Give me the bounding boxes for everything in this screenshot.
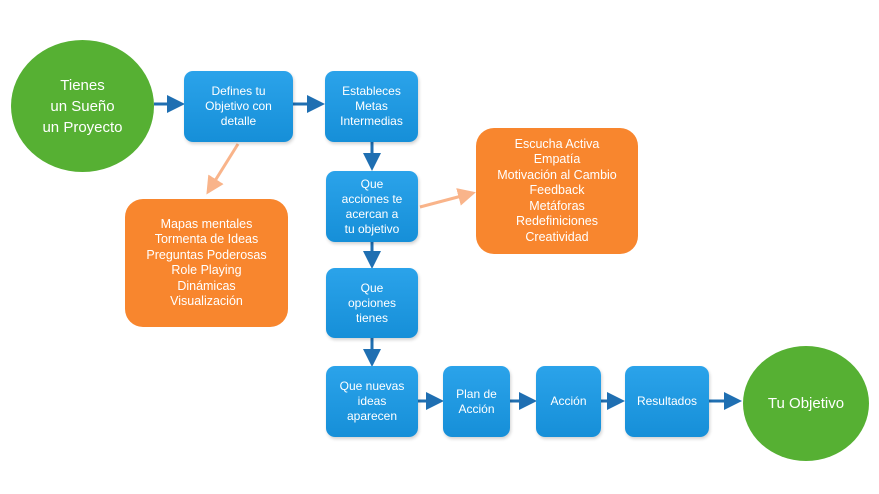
plan-box: Plan de Acción [443, 366, 510, 437]
tools-right-item: Redefiniciones [516, 214, 598, 229]
tools-left-item: Visualización [170, 294, 243, 308]
tools-right-item: Feedback [529, 183, 585, 198]
results-box: Resultados [625, 366, 709, 437]
tools-left-item: Dinámicas [177, 278, 236, 293]
options-label: Que opciones tienes [347, 280, 397, 325]
actions-label: Que acciones te acercan a tu objetivo [341, 176, 403, 236]
options-box: Que opciones tienes [326, 268, 418, 338]
actions-box: Que acciones te acercan a tu objetivo [326, 171, 418, 242]
tools-left-item: Preguntas Poderosas [146, 247, 267, 262]
set-goals-box: Estableces Metas Intermedias [325, 71, 418, 142]
action-label: Acción [550, 394, 587, 408]
end-circle: Tu Objetivo [743, 346, 869, 461]
new-ideas-label: Que nuevas ideas aparecen [339, 379, 405, 423]
action-box: Acción [536, 366, 601, 437]
tools-right-box: Escucha Activa Empatía Motivación al Cam… [476, 128, 638, 254]
start-label: Tienes un Sueño un Proyecto [42, 76, 123, 136]
tools-left-item: Mapas mentales [160, 216, 253, 231]
define-goal-box: Defines tu Objetivo con detalle [184, 71, 293, 142]
tools-right-item: Empatía [533, 152, 581, 167]
tools-left-box: Mapas mentales Tormenta de Ideas Pregunt… [125, 199, 288, 327]
plan-label: Plan de Acción [456, 386, 497, 416]
tools-left-item: Role Playing [171, 263, 242, 277]
new-ideas-box: Que nuevas ideas aparecen [326, 366, 418, 437]
start-circle: Tienes un Sueño un Proyecto [11, 40, 154, 172]
tools-left-item: Tormenta de Ideas [154, 232, 259, 246]
end-label: Tu Objetivo [767, 395, 845, 412]
results-label: Resultados [636, 394, 698, 408]
tools-right-item: Metáforas [529, 198, 585, 213]
tools-right-item: Motivación al Cambio [497, 167, 617, 182]
define-goal-label: Defines tu Objetivo con detalle [205, 84, 272, 128]
tools-right-item: Creatividad [525, 229, 589, 244]
arrow-define-to-tools-left [206, 143, 240, 195]
tools-right-item: Escucha Activa [514, 136, 600, 151]
arrow-actions-to-tools-right [419, 188, 476, 209]
set-goals-label: Estableces Metas Intermedias [340, 84, 403, 128]
